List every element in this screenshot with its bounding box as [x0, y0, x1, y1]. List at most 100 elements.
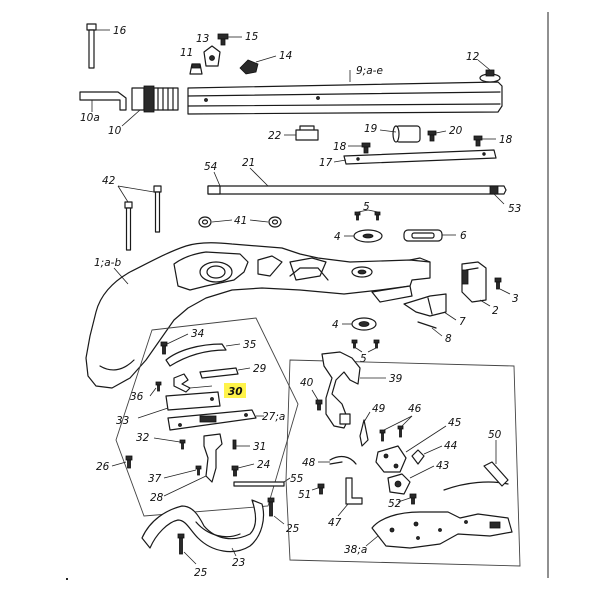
leader-41a [211, 219, 233, 223]
leader-5d [367, 347, 377, 353]
part-52 [409, 493, 417, 505]
label-33: 33 [116, 415, 129, 427]
label-14: 14 [279, 50, 292, 62]
leader-37 [163, 469, 197, 479]
label-18-right: 18 [499, 134, 513, 146]
corner-mark [66, 578, 68, 580]
part-26 [125, 455, 133, 469]
leader-26 [111, 461, 127, 467]
part-27-trigger-plate [167, 409, 257, 431]
leader-35 [225, 343, 241, 347]
part-2 [461, 261, 487, 303]
leader-33 [137, 407, 169, 419]
label-47: 47 [328, 517, 342, 529]
label-48: 48 [302, 457, 316, 469]
leader-7 [443, 311, 457, 321]
leader-29 [237, 367, 251, 371]
leader-14 [255, 55, 277, 63]
leader-5a [357, 209, 369, 213]
trigger-group-outline [115, 317, 299, 517]
part-13 [203, 45, 221, 67]
part-8 [417, 321, 437, 329]
label-36: 36 [130, 391, 144, 403]
label-35: 35 [243, 339, 257, 351]
part-51 [317, 483, 325, 495]
part-17 [343, 149, 497, 165]
leader-21 [249, 167, 269, 187]
leader-46a [383, 415, 413, 431]
part-30 [189, 385, 213, 389]
label-5-upper: 5 [363, 201, 370, 213]
part-20 [427, 130, 437, 142]
part-45 [375, 445, 407, 473]
part-25-upper [267, 497, 275, 517]
leader-36 [149, 387, 157, 397]
leader-1 [113, 267, 129, 285]
part-29 [199, 367, 239, 379]
part-46-screws [379, 425, 404, 442]
part-55 [233, 481, 285, 487]
part-18-right [473, 135, 483, 147]
part-42-screws [124, 185, 162, 251]
part-38-lock-plate [371, 511, 513, 549]
label-12: 12 [466, 51, 480, 63]
label-18-left: 18 [333, 141, 347, 153]
label-25-upper: 25 [286, 523, 300, 535]
label-21: 21 [242, 157, 255, 169]
label-28: 28 [150, 492, 164, 504]
label-8: 8 [445, 333, 452, 345]
label-4-lower: 4 [332, 319, 339, 331]
part-14 [239, 59, 259, 75]
label-30: 30 [228, 386, 243, 398]
leader-12 [477, 59, 491, 71]
leader-44 [423, 445, 443, 455]
leader-38 [365, 535, 379, 547]
label-30-highlight [224, 383, 246, 398]
label-2: 2 [492, 305, 499, 317]
label-10a: 10a [80, 112, 100, 124]
part-23-trigger-guard [141, 499, 265, 553]
leader-51 [311, 487, 319, 491]
leader-47 [337, 503, 349, 517]
leader-42b [117, 185, 129, 203]
part-50 [443, 461, 509, 491]
part-10a [79, 91, 127, 111]
part-34 [160, 341, 168, 355]
part-39-hammer [321, 351, 361, 429]
label-25-lower: 25 [194, 567, 208, 579]
part-43 [387, 473, 411, 495]
leader-41b [249, 219, 269, 223]
label-26: 26 [96, 461, 110, 473]
leader-3 [499, 288, 511, 295]
leader-17 [333, 159, 347, 163]
leader-20 [435, 130, 447, 134]
leader-40 [311, 389, 319, 401]
label-24: 24 [257, 459, 270, 471]
label-39: 39 [389, 373, 403, 385]
part-15 [217, 33, 229, 46]
part-12 [479, 69, 501, 83]
label-16: 16 [113, 25, 127, 37]
label-9: 9;a-e [356, 65, 383, 77]
part-3 [494, 277, 502, 290]
label-49: 49 [372, 403, 386, 415]
leader-54 [213, 171, 221, 187]
leader-34 [166, 333, 189, 345]
leader-46b [401, 415, 413, 427]
leader-8 [431, 327, 443, 337]
label-6: 6 [460, 230, 467, 242]
label-41: 41 [234, 215, 247, 227]
label-19: 19 [364, 123, 378, 135]
part-11 [189, 63, 203, 75]
leader-43 [409, 465, 435, 479]
label-55: 55 [290, 473, 304, 485]
label-13: 13 [196, 33, 209, 45]
part-48 [329, 455, 357, 465]
label-7: 7 [459, 316, 466, 328]
part-4-lower [351, 317, 377, 331]
part-1-stock [85, 242, 431, 389]
label-29: 29 [253, 363, 267, 375]
label-1: 1;a-b [94, 257, 121, 269]
part-33 [165, 391, 221, 411]
